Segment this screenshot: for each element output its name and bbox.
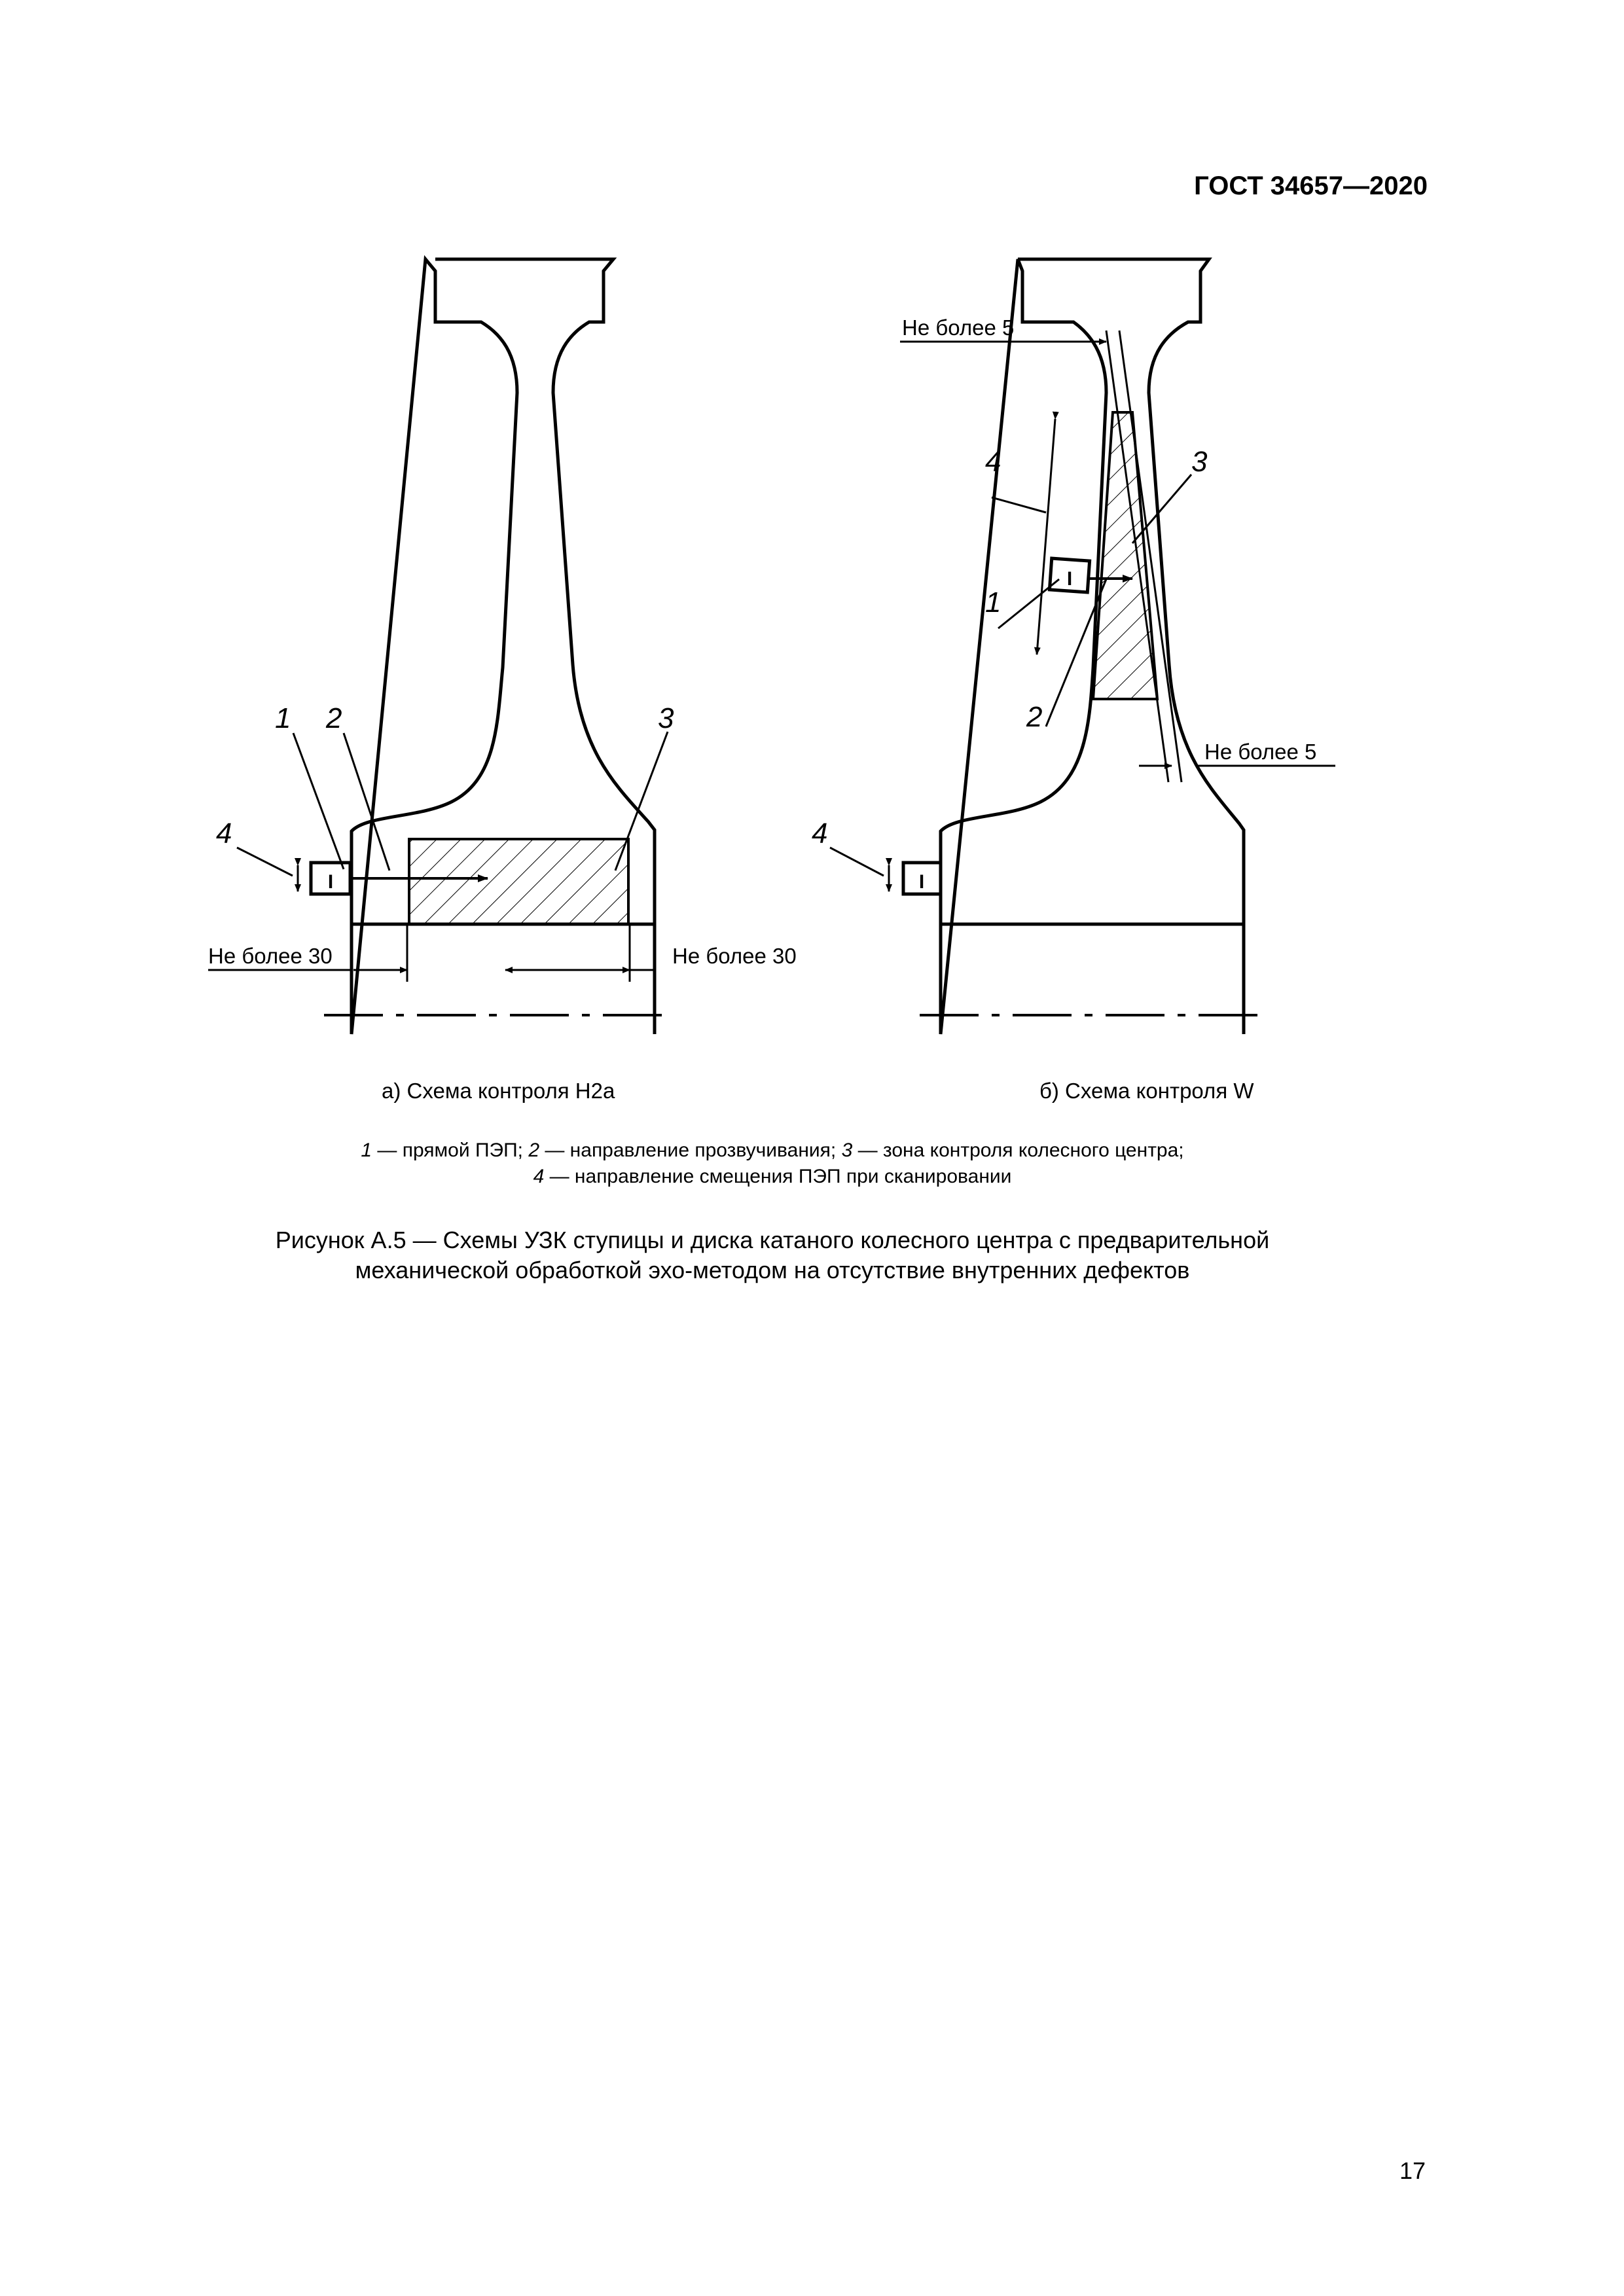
legend-text-3: — зона контроля колесного центра;	[852, 1139, 1184, 1161]
document-code: ГОСТ 34657—2020	[1194, 171, 1428, 200]
scheme-h2a-drawing	[208, 255, 674, 1035]
figure-legend: 1 — прямой ПЭП; 2 — направление прозвучи…	[0, 1138, 1545, 1190]
left-dimension-right: Не более 30	[672, 944, 797, 968]
wheel-profile-outline	[350, 255, 657, 1035]
left-callout-2: 2	[325, 702, 342, 734]
legend-num-2: 2	[528, 1139, 540, 1161]
left-callout-4: 4	[216, 817, 232, 850]
legend-text-2: — направление прозвучивания;	[539, 1139, 842, 1161]
technical-figure: 1 2 3 4 I Не более 30 Не более 30	[208, 255, 1335, 1035]
wheel-profile-outline-right	[939, 257, 1246, 1035]
right-callout-2: 2	[1026, 701, 1042, 733]
figure-title-line-1: Рисунок А.5 — Схемы УЗК ступицы и диска …	[275, 1227, 1270, 1253]
left-callout-3: 3	[658, 702, 674, 734]
legend-line-1: 1 — прямой ПЭП; 2 — направление прозвучи…	[0, 1138, 1545, 1164]
caption-left: а) Схема контроля H2a	[382, 1079, 615, 1103]
right-probe-mark: I	[1067, 568, 1072, 590]
right-callout-4-bottom: 4	[812, 817, 827, 850]
legend-text-4: — направление смещения ПЭП при сканирова…	[544, 1166, 1012, 1187]
legend-text-1: — прямой ПЭП;	[372, 1139, 529, 1161]
control-zone-3	[408, 838, 630, 925]
right-dimension-bottom: Не более 5	[1204, 740, 1316, 764]
probe-bottom-right	[901, 861, 943, 896]
left-probe-mark: I	[328, 871, 333, 893]
caption-right: б) Схема контроля W	[1039, 1079, 1254, 1103]
figure-title-line-2: механической обработкой эхо-методом на о…	[355, 1257, 1190, 1283]
page-number: 17	[1399, 2157, 1426, 2184]
right-callout-1: 1	[985, 586, 1001, 619]
figure-title: Рисунок А.5 — Схемы УЗК ступицы и диска …	[0, 1225, 1545, 1285]
right-callout-4: 4	[985, 446, 1001, 478]
scheme-w-drawing	[829, 257, 1335, 1035]
left-dimension-left: Не более 30	[208, 944, 333, 968]
scan-direction-arrow	[1034, 411, 1059, 655]
right-dimension-top: Не более 5	[902, 315, 1014, 340]
right-probe-mark-bottom: I	[919, 871, 924, 893]
legend-num-1: 1	[361, 1139, 372, 1161]
left-callout-1: 1	[275, 702, 291, 734]
legend-num-4: 4	[533, 1166, 545, 1187]
right-callout-3: 3	[1191, 446, 1208, 478]
legend-line-2: 4 — направление смещения ПЭП при сканиро…	[0, 1164, 1545, 1190]
legend-num-3: 3	[841, 1139, 853, 1161]
